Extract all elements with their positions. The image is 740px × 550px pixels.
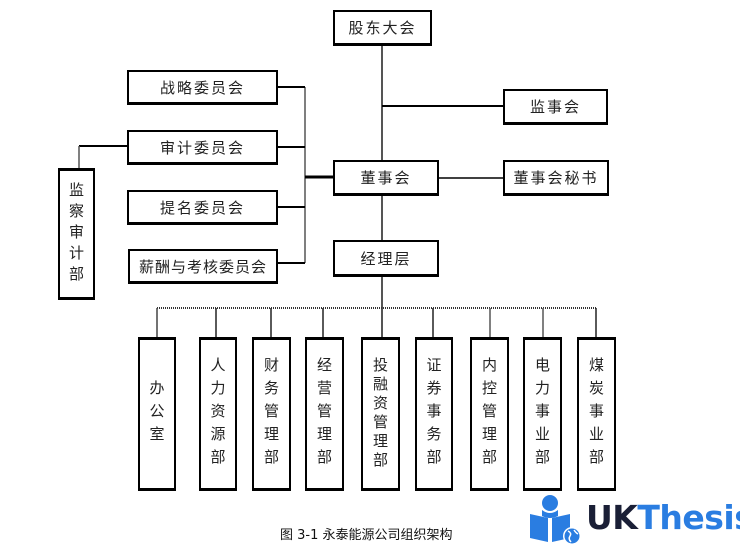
node-dept-coal: 煤炭事业部 [577, 337, 616, 491]
node-dept-hr: 人力资源部 [199, 337, 237, 491]
node-label: 董事会秘书 [513, 169, 599, 187]
watermark-thesis: Thesis [637, 498, 740, 537]
node-label: 董事会 [360, 169, 412, 187]
node-management: 经理层 [333, 240, 439, 277]
node-label: 审计委员会 [159, 138, 245, 157]
watermark-logo: UKThesis [528, 494, 740, 546]
node-supervisory-board: 监事会 [503, 89, 608, 125]
node-label: 监事会 [529, 98, 581, 116]
node-label: 财务管理部 [262, 356, 280, 472]
node-strategy-committee: 战略委员会 [127, 70, 278, 105]
node-dept-finance: 财务管理部 [252, 337, 291, 491]
node-shareholders-meeting: 股东大会 [333, 10, 432, 46]
node-label: 监察审计部 [67, 181, 85, 287]
node-board-secretary: 董事会秘书 [503, 160, 609, 196]
node-board-of-directors: 董事会 [333, 160, 439, 196]
node-audit-committee: 审计委员会 [127, 130, 278, 165]
node-dept-securities: 证券事务部 [415, 337, 453, 491]
node-dept-operations: 经营管理部 [305, 337, 344, 491]
watermark-uk: UK [586, 498, 638, 537]
node-label: 投融资管理部 [371, 357, 389, 471]
node-label: 电力事业部 [533, 356, 551, 472]
node-label: 煤炭事业部 [587, 356, 605, 472]
node-dept-internal-control: 内控管理部 [470, 337, 509, 491]
node-compensation-committee: 薪酬与考核委员会 [128, 249, 278, 284]
node-label: 经营管理部 [315, 356, 333, 472]
node-nomination-committee: 提名委员会 [127, 190, 278, 225]
node-label: 人力资源部 [208, 356, 227, 472]
reader-globe-icon [530, 495, 581, 545]
node-dept-investment-financing: 投融资管理部 [361, 337, 400, 491]
node-label: 薪酬与考核委员会 [138, 257, 267, 276]
node-dept-power: 电力事业部 [523, 337, 562, 491]
node-label: 股东大会 [348, 19, 417, 37]
watermark-text: UKThesis [586, 498, 740, 537]
node-label: 内控管理部 [480, 356, 498, 472]
node-label: 战略委员会 [159, 78, 245, 97]
figure-caption: 图 3-1 永泰能源公司组织架构 [280, 528, 453, 543]
node-label: 经理层 [360, 249, 412, 268]
node-label: 提名委员会 [159, 198, 245, 217]
node-label: 证券事务部 [424, 356, 443, 472]
node-label: 办公室 [147, 379, 166, 449]
node-dept-office: 办公室 [138, 337, 176, 491]
node-audit-department: 监察审计部 [58, 168, 95, 300]
